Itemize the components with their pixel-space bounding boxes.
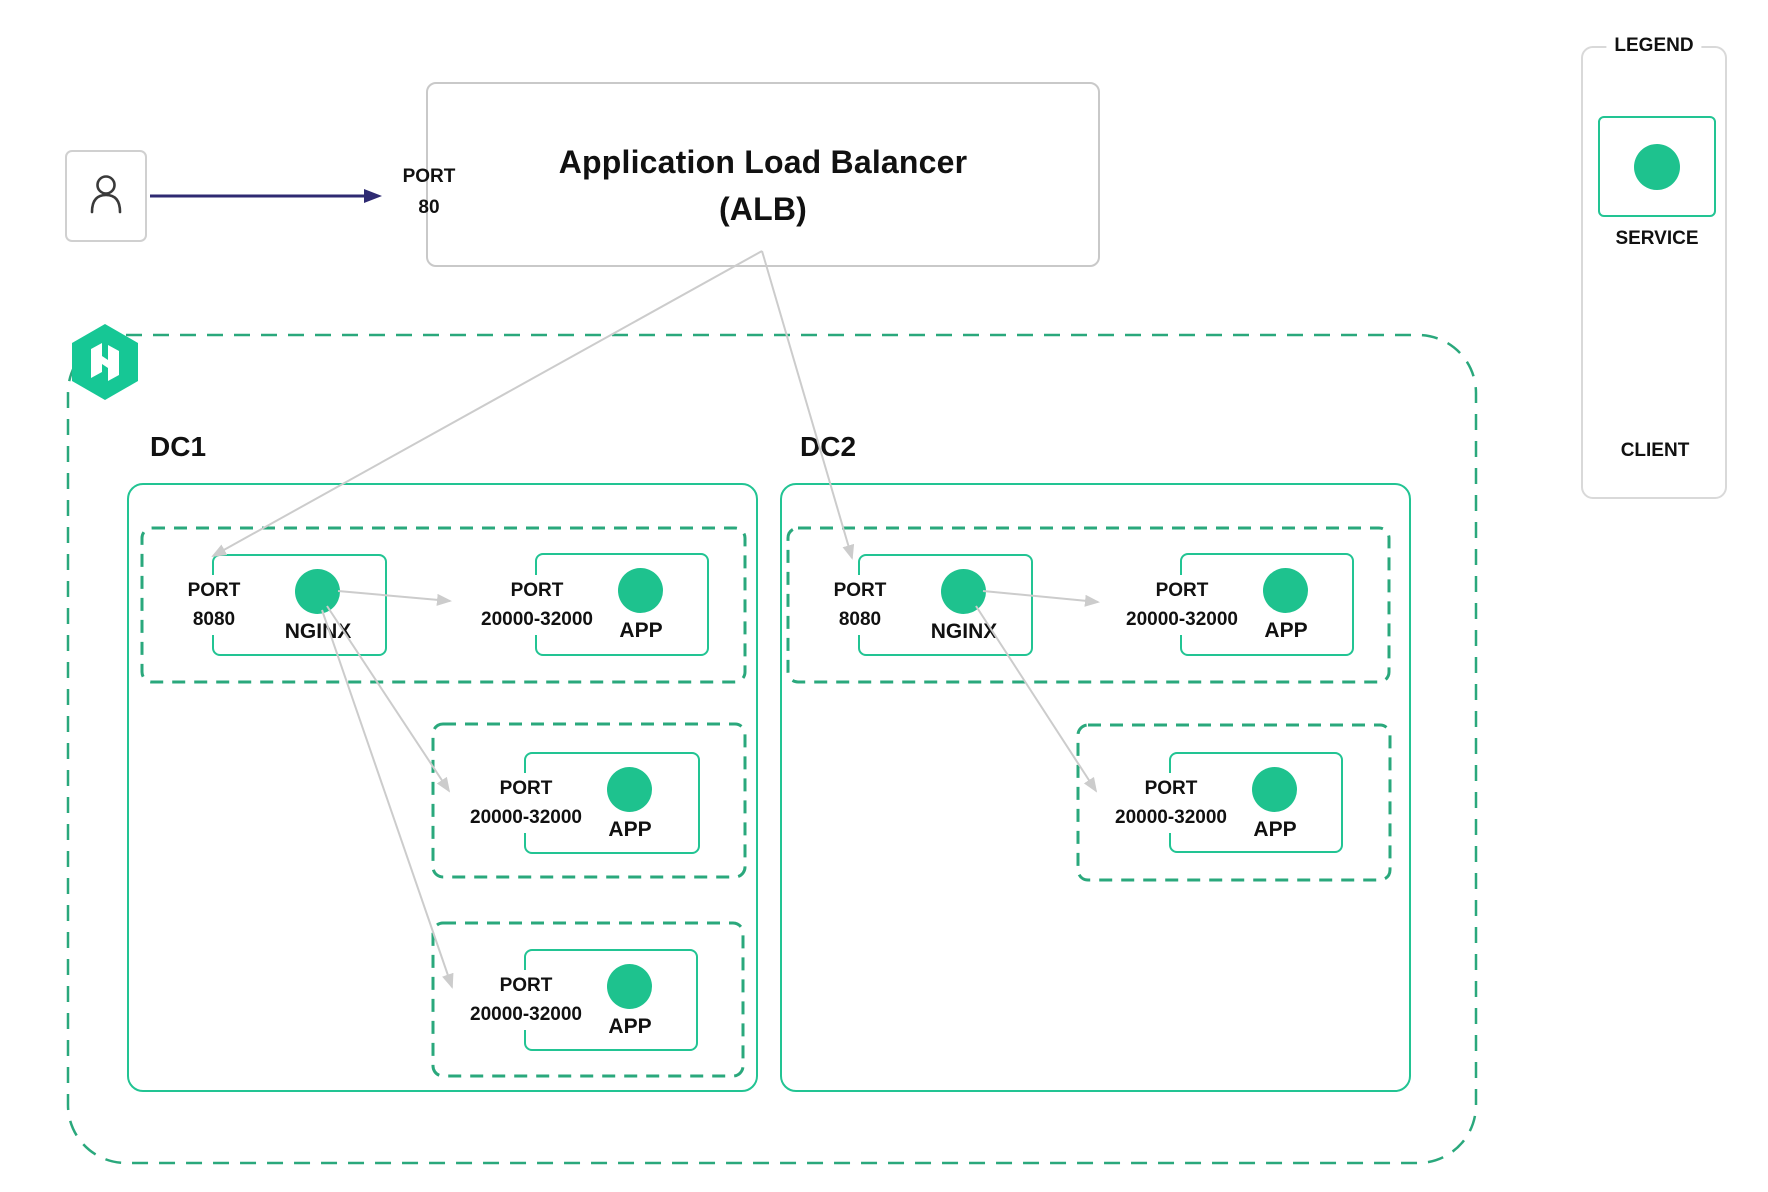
service-name: APP xyxy=(608,818,652,841)
dc2-box xyxy=(780,483,1411,1092)
dc2-group2-app-service-box: APP PORT 20000-32000 xyxy=(1109,752,1343,853)
dc1-group3-app-service-box: APP PORT 20000-32000 xyxy=(464,949,698,1051)
service-port-label: PORT 20000-32000 xyxy=(464,970,588,1030)
service-name: APP xyxy=(1264,619,1308,642)
alb-port-word: PORT xyxy=(402,166,456,187)
legend-service-swatch xyxy=(1598,116,1716,217)
legend-client-label: CLIENT xyxy=(1620,440,1690,461)
service-dot-icon xyxy=(295,569,340,614)
dc2-group1-app-service-box: APP PORT 20000-32000 xyxy=(1120,553,1354,656)
dc1-group2-app-service-box: APP PORT 20000-32000 xyxy=(464,752,700,854)
service-dot-icon xyxy=(618,568,663,613)
service-name: APP xyxy=(619,619,663,642)
alb-title-line2: (ALB) xyxy=(718,191,808,227)
dc2-label: DC2 xyxy=(800,431,857,462)
dc1-group1-app-service-box: APP PORT 20000-32000 xyxy=(475,553,709,656)
service-port-label: PORT 20000-32000 xyxy=(475,574,599,635)
service-dot-icon xyxy=(1263,568,1308,613)
client-box xyxy=(65,150,147,242)
service-name: APP xyxy=(608,1015,652,1038)
user-icon xyxy=(90,175,122,214)
legend-title: LEGEND xyxy=(1606,35,1702,57)
service-dot-icon xyxy=(1634,144,1680,190)
service-port-label: PORT 20000-32000 xyxy=(1109,772,1233,833)
legend-panel xyxy=(1581,46,1727,499)
service-name: NGINX xyxy=(284,620,352,643)
service-dot-icon xyxy=(607,964,652,1009)
alb-title: Application Load Balancer (ALB) xyxy=(428,84,1098,233)
alb-box: Application Load Balancer (ALB) xyxy=(426,82,1100,267)
service-port-label: PORT 8080 xyxy=(181,575,247,635)
service-port-label: PORT 20000-32000 xyxy=(464,773,588,833)
service-dot-icon xyxy=(1252,767,1297,812)
legend-service-label: SERVICE xyxy=(1615,228,1699,249)
service-port-label: PORT 20000-32000 xyxy=(1120,574,1244,635)
service-dot-icon xyxy=(941,569,986,614)
service-port-label: PORT 8080 xyxy=(827,575,893,635)
dc1-label: DC1 xyxy=(150,431,207,462)
alb-port-label: PORT 80 xyxy=(389,161,469,223)
alb-title-line1: Application Load Balancer xyxy=(558,144,968,180)
alb-port-value: 80 xyxy=(418,197,440,218)
dc1-nginx-service-box: NGINX PORT 8080 xyxy=(181,554,387,656)
service-name: NGINX xyxy=(930,620,998,643)
dc2-nginx-service-box: NGINX PORT 8080 xyxy=(827,554,1033,656)
nomad-logo-icon xyxy=(72,324,138,400)
service-name: APP xyxy=(1253,818,1297,841)
service-dot-icon xyxy=(607,767,652,812)
